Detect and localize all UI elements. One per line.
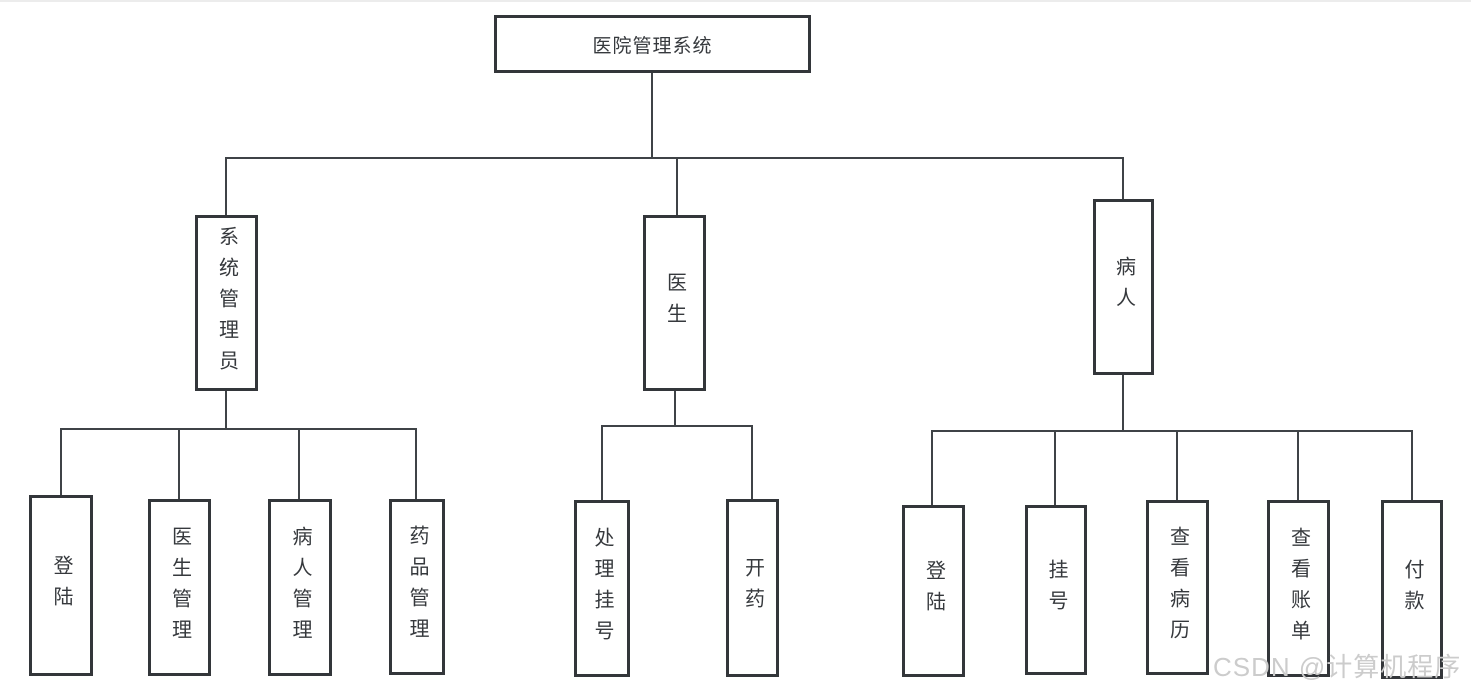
connector-drop-drug-mgmt — [415, 428, 417, 500]
node-root-label: 医院管理系统 — [592, 35, 713, 57]
node-drug-mgmt: 药品管理 — [389, 499, 445, 675]
connector-drop-register — [1054, 430, 1056, 506]
node-patient-mgmt-label: 病人管理 — [289, 525, 311, 650]
node-login-admin: 登陆 — [29, 495, 93, 676]
node-view-bills-label: 查看账单 — [1287, 526, 1310, 651]
node-patient-label: 病人 — [1112, 256, 1135, 318]
connector-drop-patient-mgmt — [298, 428, 300, 500]
node-handle-reg-label: 处理挂号 — [591, 526, 613, 651]
connector-drop-view-bills — [1297, 430, 1299, 501]
connector-drop-payment — [1411, 430, 1413, 501]
connector-sys-admin-bus — [60, 428, 417, 430]
node-doctor-mgmt: 医生管理 — [148, 499, 211, 676]
connector-drop-patient — [1122, 157, 1124, 200]
node-view-bills: 查看账单 — [1267, 500, 1330, 677]
connector-sys-admin-stem — [225, 390, 227, 429]
node-doctor-label: 医生 — [663, 272, 686, 334]
connector-root-stem — [651, 72, 653, 158]
connector-drop-login-patient — [931, 430, 933, 506]
node-login-admin-label: 登陆 — [50, 554, 72, 617]
node-doctor-mgmt-label: 医生管理 — [168, 525, 191, 650]
connector-doctor-stem — [674, 390, 676, 427]
node-view-records-label: 查看病历 — [1166, 525, 1189, 650]
node-handle-reg: 处理挂号 — [574, 500, 630, 677]
node-view-records: 查看病历 — [1146, 500, 1209, 675]
connector-drop-view-records — [1176, 430, 1178, 501]
connector-drop-doctor — [676, 157, 678, 216]
node-sys-admin: 系统管理员 — [195, 215, 258, 391]
node-register-label: 挂号 — [1045, 559, 1067, 621]
node-drug-mgmt-label: 药品管理 — [406, 525, 428, 649]
node-register: 挂号 — [1025, 505, 1087, 675]
node-payment-label: 付款 — [1401, 558, 1423, 621]
node-login-patient: 登陆 — [902, 505, 965, 677]
connector-patient-stem — [1122, 375, 1124, 432]
node-prescribe: 开药 — [726, 499, 779, 677]
connector-drop-sys-admin — [225, 157, 227, 216]
node-prescribe-label: 开药 — [741, 557, 764, 619]
connector-doctor-bus — [601, 425, 753, 427]
connector-patient-bus — [931, 430, 1413, 432]
connector-drop-login-admin — [60, 428, 62, 496]
connector-drop-doctor-mgmt — [178, 428, 180, 500]
connector-drop-prescribe — [751, 425, 753, 500]
node-payment: 付款 — [1381, 500, 1443, 679]
node-patient-mgmt: 病人管理 — [268, 499, 332, 676]
node-sys-admin-label: 系统管理员 — [215, 225, 238, 381]
node-root: 医院管理系统 — [494, 15, 811, 73]
connector-drop-handle-reg — [601, 425, 603, 501]
node-doctor: 医生 — [643, 215, 706, 391]
csdn-watermark: CSDN @计算机程序 — [1213, 652, 1462, 682]
connector-level1-bus — [225, 157, 1124, 159]
node-patient: 病人 — [1093, 199, 1154, 375]
node-login-patient-label: 登陆 — [922, 560, 945, 622]
